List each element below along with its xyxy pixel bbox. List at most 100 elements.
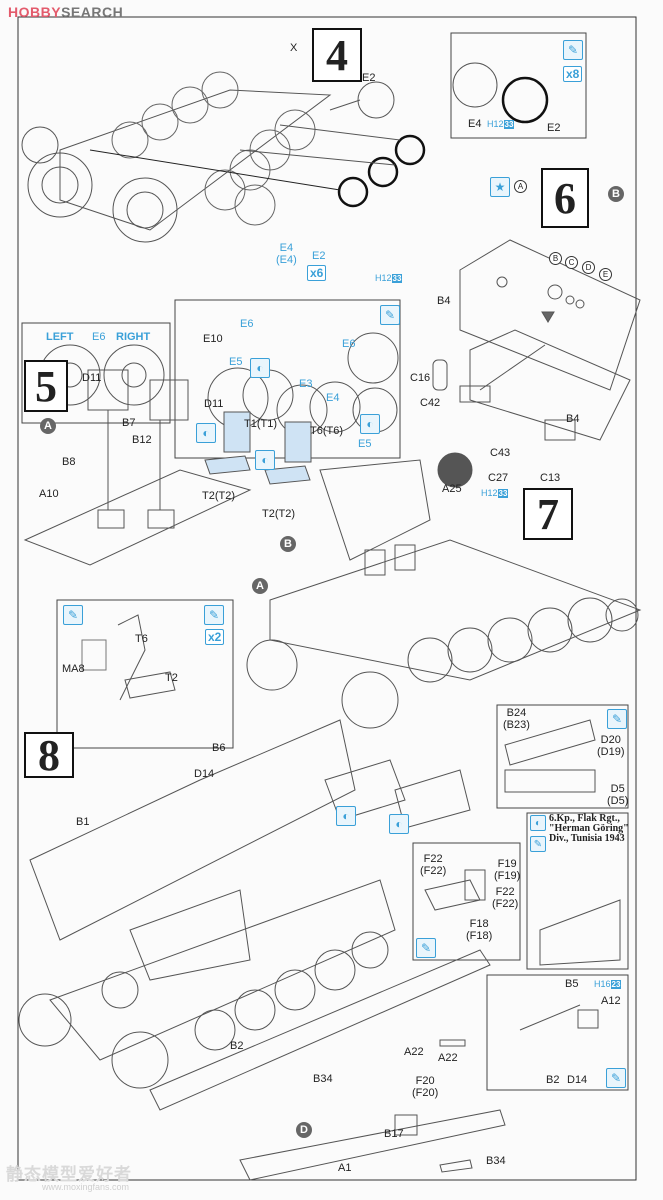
quantity-badge: x8 [563,66,583,82]
part-e4: E4 [326,392,340,404]
part-t6: T6(T6) [310,425,343,437]
callout-d: D [582,261,595,274]
part-ma8: MA8 [62,663,85,675]
part-b34: B34 [313,1073,333,1085]
callout-a-circle: A [252,578,268,594]
part-e2: E2 [312,250,326,262]
part-e3: E3 [299,378,313,390]
part-a12: A12 [601,995,621,1007]
paint-code: H12 [487,119,504,129]
part-b34: B34 [486,1155,506,1167]
part-f19: F19 (F19) [494,858,521,882]
part-e6: E6 [240,318,254,330]
glue-icon: ◐ [336,806,356,826]
part-d5: D5 (D5) [607,783,629,807]
part-t2: T2 [165,672,178,684]
part-c27: C27 [488,472,509,484]
step6-dashboard [432,239,641,488]
step-number-4: 4 [312,28,362,82]
part-d14: D14 [567,1074,588,1086]
part-f22: F22 (F22) [492,886,519,910]
paint-number: 23 [610,980,622,989]
inset-box-variant [526,812,629,970]
part-t1: T1(T1) [244,418,277,430]
paint-brush-icon: ✎ [606,1068,626,1088]
part-c43: C43 [490,447,511,459]
part-a10: A10 [39,488,59,500]
paint-h16: H1623 [594,979,622,990]
logo-hobby: HOBBY [8,4,62,20]
paint-h12: H1233 [481,488,509,499]
part-e10: E10 [203,333,223,345]
part-t6: T6 [135,633,148,645]
paint-number: 33 [391,274,403,283]
part-b2: B2 [230,1040,244,1052]
glue-icon: ◐ [360,414,380,434]
part-f22: F22 (F22) [420,853,447,877]
paint-number: 33 [497,489,509,498]
watermark-url: www.moxingfans.com [42,1182,130,1192]
star-icon: ★ [490,177,510,197]
step-number-5: 5 [24,360,68,412]
part-e5: E5 [358,438,372,450]
paint-code: H12 [375,273,392,283]
part-d20: D20 (D19) [597,734,625,758]
variant-caption: 6.Kp., Flak Rgt., "Herman Göring" Div., … [549,813,629,844]
part-f18: F18 (F18) [466,918,493,942]
glue-icon: ◐ [196,423,216,443]
part-e4: E4 [468,118,482,130]
part-c13: C13 [540,472,561,484]
step-number-8: 8 [24,731,74,780]
callout-b-circle: B [280,536,296,552]
paint-brush-icon: ✎ [416,938,436,958]
part-x: X [290,42,298,54]
part-c16: C16 [410,372,431,384]
quantity-badge: x6 [307,265,327,281]
inset-box-left-right [21,322,171,424]
part-a1: A1 [338,1162,352,1174]
callout-e: E [599,268,612,281]
part-e6: E6 [92,331,106,343]
part-d11: D11 [204,398,224,410]
part-b6: B6 [212,742,226,754]
part-d11: D11 [82,372,102,384]
paint-brush-icon: ✎ [380,305,400,325]
part-e6: E6 [342,338,356,350]
part-e2: E2 [547,122,561,134]
glue-icon: ◐ [250,358,270,378]
paint-brush-icon: ✎ [204,605,224,625]
watermark: 静态模型爱好者 [6,1165,132,1184]
part-d14: D14 [194,768,215,780]
part-b4: B4 [566,413,580,425]
part-b7: B7 [122,417,136,429]
step4-chassis [21,62,549,436]
callout-b-circle: B [608,186,624,202]
glue-icon: ◐ [255,450,275,470]
part-a25: A25 [442,483,462,495]
part-e2: E2 [362,72,376,84]
paint-number: 33 [503,120,515,129]
part-b24: B24 (B23) [503,707,530,731]
inset-box-b24 [496,704,629,809]
page-border [17,16,637,1181]
callout-b: B [549,252,562,265]
paint-h12: H1233 [487,119,515,130]
label-left: LEFT [46,331,74,343]
inset-box-seat-frame [56,599,234,749]
inset-box-wheel-pair [450,32,587,139]
part-e5: E5 [229,356,243,368]
part-f20: F20 (F20) [412,1075,439,1099]
paint-code: H16 [594,979,611,989]
part-b17: B17 [384,1128,404,1140]
step8-vehicle [18,719,621,1181]
glue-icon: ◐ [389,814,409,834]
part-b4: B4 [437,295,451,307]
part-b5: B5 [565,978,579,990]
inset-box-seat [412,842,521,961]
part-a22: A22 [404,1046,424,1058]
part-a22: A22 [438,1052,458,1064]
hobby-search-logo: HOBBYSEARCH [8,4,123,20]
callout-d-circle: D [296,1122,312,1138]
